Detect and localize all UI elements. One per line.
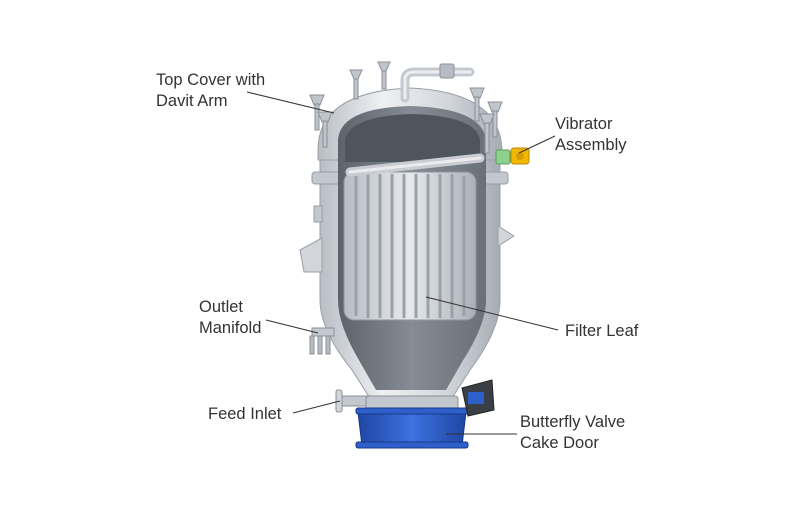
- label-vibrator-line-2: Assembly: [555, 136, 627, 154]
- leader-vibrator: [518, 135, 556, 154]
- label-outlet-line-2: Manifold: [199, 319, 262, 337]
- label-top-cover: Top Cover with Davit Arm: [156, 70, 265, 112]
- label-vibrator-line-1: Vibrator: [555, 115, 613, 133]
- label-butterfly-valve: Butterfly Valve Cake Door: [520, 412, 625, 454]
- butterfly-valve: [355, 379, 495, 449]
- davit-arm: [400, 63, 475, 103]
- label-feed-inlet: Feed Inlet: [208, 404, 281, 425]
- label-valve-line-1: Butterfly Valve: [520, 413, 626, 431]
- label-filter-leaf: Filter Leaf: [565, 321, 638, 342]
- leader-outlet: [265, 319, 319, 334]
- filter-leaf-stack: [343, 153, 485, 321]
- support-lugs: [299, 205, 515, 273]
- label-outlet-manifold: Outlet Manifold: [199, 297, 261, 339]
- label-top-cover-line-1: Top Cover with: [156, 71, 266, 89]
- label-valve-line-2: Cake Door: [520, 434, 599, 452]
- leader-lines: [246, 91, 559, 435]
- top-cover-bolts: [309, 61, 503, 154]
- leader-top-cover: [246, 91, 335, 114]
- leader-feed-inlet: [292, 400, 341, 414]
- label-top-cover-line-2: Davit Arm: [156, 92, 228, 110]
- leader-filter-leaf: [425, 296, 559, 331]
- label-feed-inlet-line-1: Feed Inlet: [208, 405, 282, 423]
- vibrator-assembly: [495, 147, 530, 165]
- label-outlet-line-1: Outlet: [199, 298, 244, 316]
- label-vibrator: Vibrator Assembly: [555, 114, 627, 156]
- label-filter-leaf-line-1: Filter Leaf: [565, 322, 639, 340]
